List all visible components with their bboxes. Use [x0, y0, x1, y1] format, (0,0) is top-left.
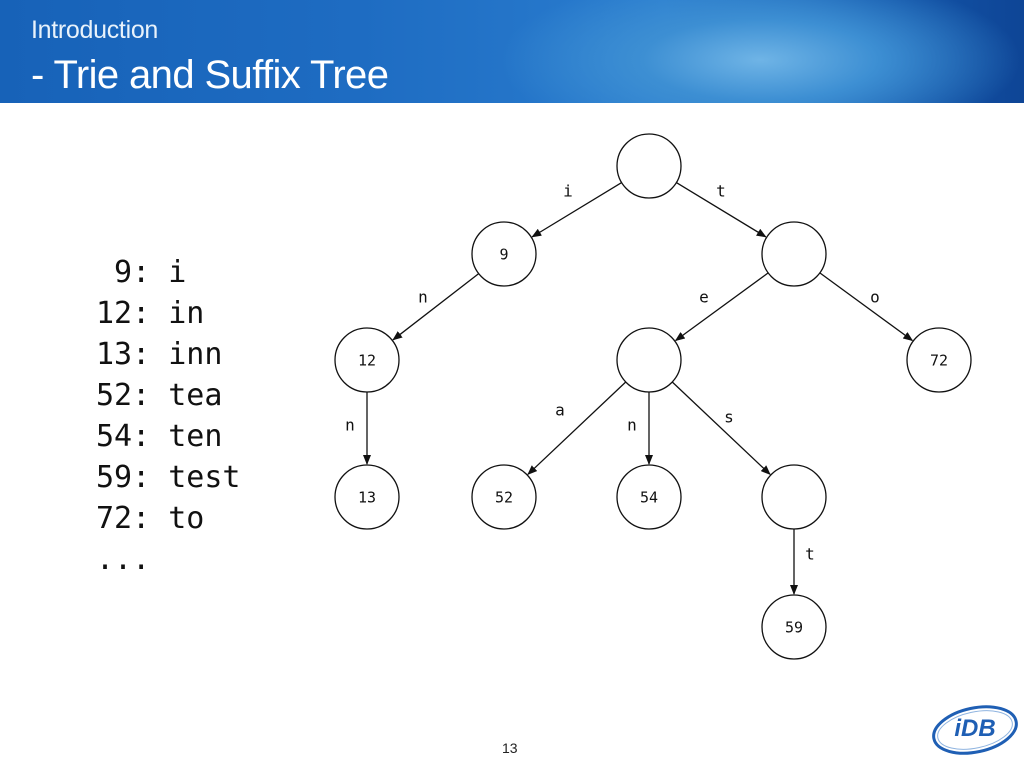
idb-logo: iDB: [932, 705, 1018, 755]
trie-node: [761, 464, 827, 530]
page-number: 13: [502, 740, 518, 756]
trie-edge: [531, 182, 622, 238]
edge-label: s: [724, 408, 734, 427]
edge-label: n: [627, 416, 637, 435]
listing-line: 54: ten: [96, 419, 223, 454]
edge-label: o: [870, 288, 880, 307]
node-label: 59: [785, 619, 803, 637]
listing-line: 9: i: [96, 255, 187, 290]
edge-label: t: [805, 545, 815, 564]
slide-subtitle: Introduction: [31, 16, 159, 44]
trie-edge: [671, 381, 771, 476]
edge-label: i: [563, 182, 573, 201]
edge-label: n: [345, 416, 355, 435]
node-label: 9: [499, 246, 508, 264]
node-label: 72: [930, 352, 948, 370]
listing-line: 12: in: [96, 296, 205, 331]
trie-node: [471, 464, 537, 530]
edge-label: a: [555, 401, 565, 420]
trie-node: [761, 594, 827, 660]
trie-node: [616, 133, 682, 199]
node-label: 13: [358, 489, 376, 507]
trie-node: [616, 327, 682, 393]
trie-edge: [674, 272, 769, 342]
key-listing: 9: i 12: in 13: inn 52: tea 54: ten 59: …: [96, 252, 241, 580]
slide-title: - Trie and Suffix Tree: [31, 53, 389, 97]
edge-label: n: [418, 288, 428, 307]
svg-text:iDB: iDB: [954, 715, 995, 742]
listing-line: 59: test: [96, 460, 241, 495]
node-label: 52: [495, 489, 513, 507]
trie-node: [616, 464, 682, 530]
listing-line: 13: inn: [96, 337, 223, 372]
header-banner: Introduction - Trie and Suffix Tree: [0, 0, 1024, 103]
trie-edge: [392, 273, 480, 341]
trie-edge: [676, 182, 767, 238]
edge-label: e: [699, 288, 709, 307]
edge-label: t: [716, 182, 726, 201]
listing-line: 72: to: [96, 501, 205, 536]
node-label: 54: [640, 489, 658, 507]
node-label: 12: [358, 352, 376, 370]
trie-edge: [819, 272, 914, 342]
trie-node: [471, 221, 537, 287]
trie-edge: [527, 381, 627, 476]
trie-node: [334, 464, 400, 530]
listing-line: ...: [96, 542, 151, 577]
listing-line: 52: tea: [96, 378, 223, 413]
trie-node: [761, 221, 827, 287]
trie-node: [334, 327, 400, 393]
trie-node: [906, 327, 972, 393]
